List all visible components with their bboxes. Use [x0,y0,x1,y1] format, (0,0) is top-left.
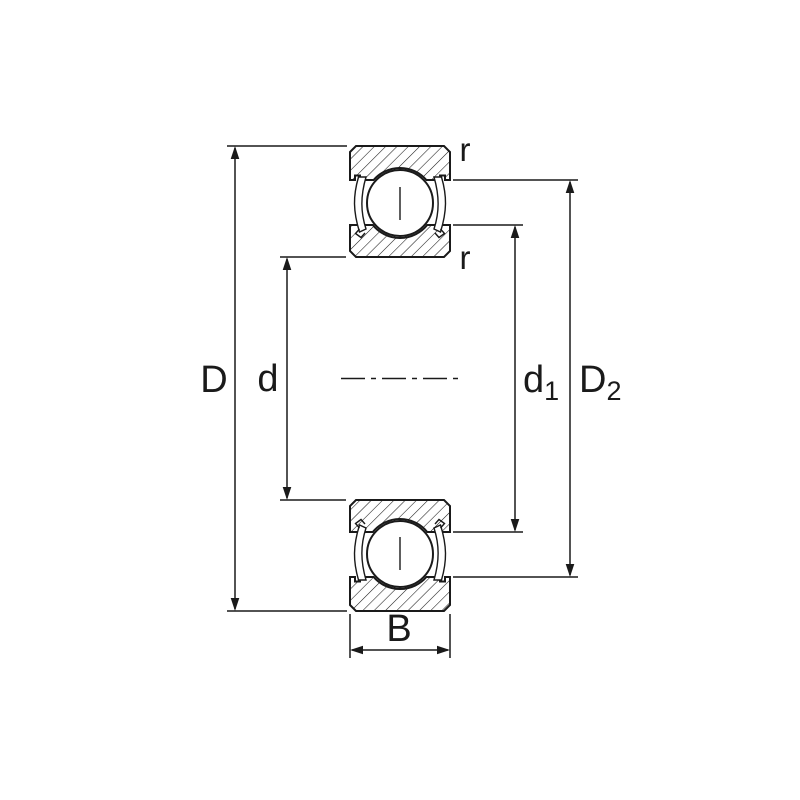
dimension-shield-recess-diameter: D2 [453,179,621,578]
arrowhead-D-top [230,146,240,159]
label-shield-recess-diameter: D2 [579,359,621,406]
shield-left-top [353,176,367,233]
arrowhead-B-left [350,645,363,655]
shield-left-top-hook [354,228,366,239]
dimension-shoulder-diameter: d1 [453,224,559,533]
arrowhead-d-top [282,257,292,270]
shield-right-bottom [433,524,447,581]
label-corner-radius-inner: r [460,239,471,276]
label-shoulder-diameter: d1 [523,359,559,406]
arrowhead-d1-bottom [510,519,520,532]
shield-right-bottom-hook [434,518,446,529]
arrowhead-d1-top [510,225,520,238]
arrowhead-D-bottom [230,598,240,611]
label-bore-diameter: d [257,358,278,400]
label-outer-diameter: D [200,359,227,401]
label-corner-radius-outer: r [460,131,471,168]
arrowhead-B-right [437,645,450,655]
bearing-top-section [349,145,451,258]
label-d1-subscript: 1 [544,376,559,406]
dimension-width: B [349,608,451,658]
label-d1-base: d [523,359,544,401]
shield-left-bottom-hook [354,518,366,529]
arrowhead-D2-top [565,180,575,193]
shield-left-bottom [353,524,367,581]
label-D2-subscript: 2 [606,376,621,406]
dimension-bore-diameter: d [257,256,346,501]
arrowhead-d-bottom [282,487,292,500]
dimension-outer-diameter: D [200,145,347,612]
arrowhead-D2-bottom [565,564,575,577]
shield-right-top [433,176,447,233]
label-width: B [386,608,411,650]
bearing-bottom-section [349,499,451,612]
label-D2-base: D [579,359,606,401]
shield-right-top-hook [434,228,446,239]
